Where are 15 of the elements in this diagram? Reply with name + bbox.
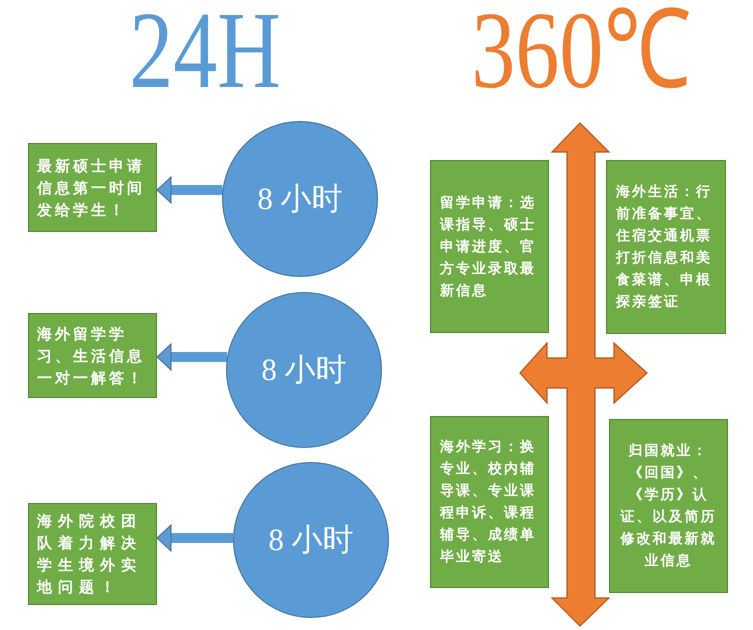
info-box: 海外生活：行前准备事宜、住宿交通机票打折信息和美食菜谱、申根探亲签证 <box>606 160 726 334</box>
info-box: 海外学习：换专业、校内辅导课、专业课程申诉、课程辅导、成绩单毕业寄送 <box>430 416 549 588</box>
info-box: 留学申请：选课指导、硕士申请进度、官方专业录取最新信息 <box>430 160 549 333</box>
info-box: 海外院校团队着力解决学生境外实地问题！ <box>28 503 157 605</box>
heading: 24H <box>128 0 282 100</box>
info-box: 归国就业：《回国》、《学历》认证、以及简历修改和最新就业信息 <box>609 419 728 593</box>
heading: 360℃ <box>470 0 692 100</box>
info-box: 最新硕士申请信息第一时间发给学生！ <box>28 143 157 232</box>
circle: 8 小时 <box>226 292 382 448</box>
block-arrow <box>156 176 223 204</box>
block-arrow <box>156 344 228 370</box>
info-box: 海外留学学习、生活信息一对一解答！ <box>28 313 157 398</box>
circle: 8 小时 <box>233 462 389 618</box>
block-arrow <box>156 524 234 552</box>
circle: 8 小时 <box>222 121 378 277</box>
